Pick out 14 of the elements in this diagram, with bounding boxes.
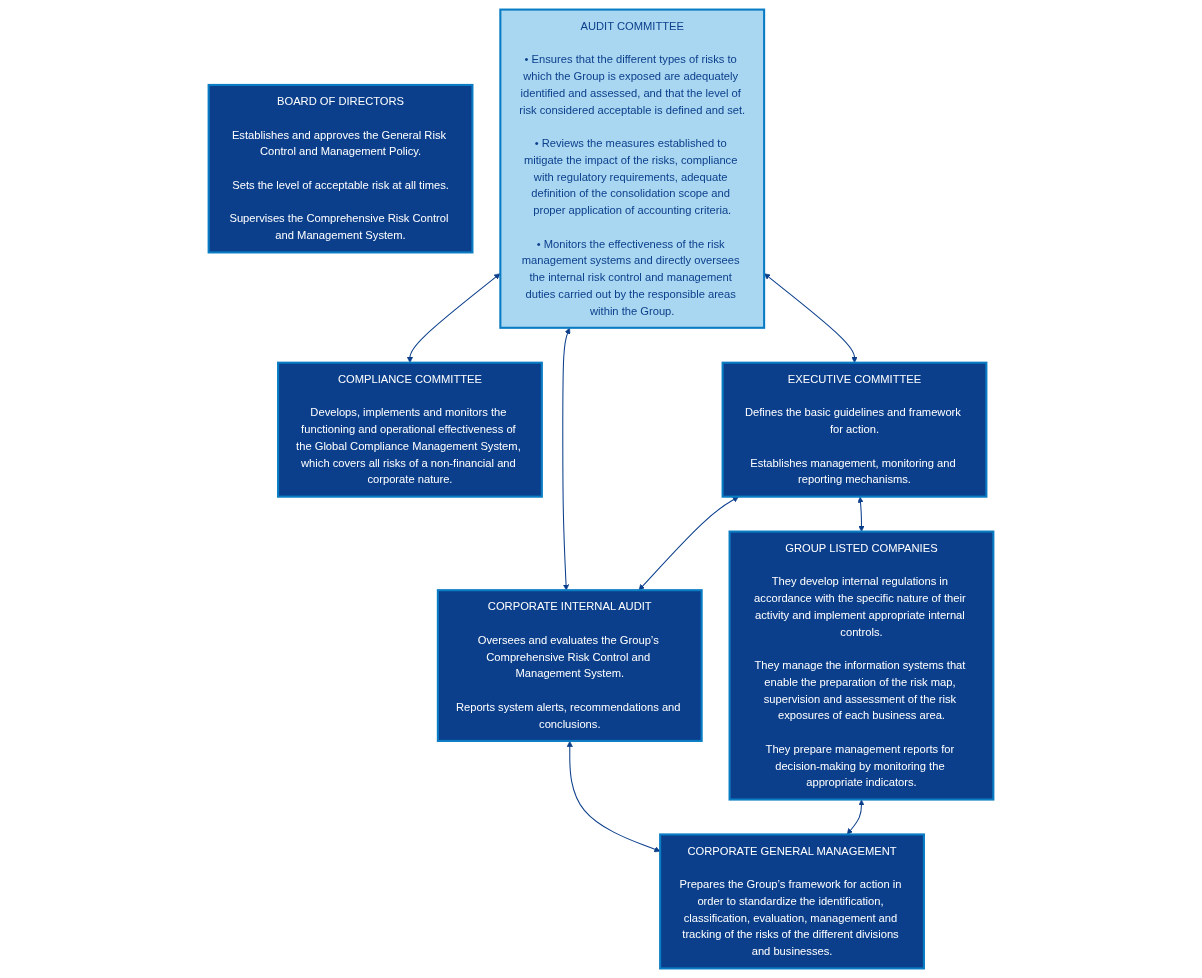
arrow: [638, 496, 739, 591]
node-box: GROUP LISTED COMPANIES They develop internal regulations in accordance with the specific nature of their activity and implement appropriate internal controls. They manage the information systems that enable the preparation of the risk map, supervision and assessment of the risk exposures of each business area. They prepare management reports for decision-making by monitoring the appropriate indicators.: [728, 530, 995, 801]
arrow: [566, 740, 661, 853]
node-box: BOARD OF DIRECTORS Establishes and approves the General Risk Control and Management Policy. Sets the level of acceptable risk at all times. Supervises the Comprehensive Risk Control and Management System.: [207, 83, 474, 254]
arrow: [857, 496, 865, 532]
node-box: COMPLIANCE COMMITTEE Develops, implements and monitors the functioning and operational effectiveness of the Global Compliance Management System, which covers all risks of a non-financial and corporate nature.: [277, 361, 543, 498]
arrow: [406, 273, 501, 363]
node-box: CORPORATE INTERNAL AUDIT Oversees and evaluates the Group’s Comprehensive Risk Control and Management System. Reports system alerts, recommendations and conclusions.: [436, 589, 703, 742]
arrow: [846, 799, 865, 835]
node-box: EXECUTIVE COMMITTEE Defines the basic guidelines and framework for action. Establishes management, monitoring and reporting mechanisms.: [721, 361, 988, 498]
node-box: CORPORATE GENERAL MANAGEMENT Prepares the Group’s framework for action in order to standardize the identification, classification, evaluation, management and tracking of the risks of the different divisions and businesses.: [659, 833, 925, 970]
arrow: [764, 273, 858, 363]
arrow: [562, 327, 571, 591]
node-box: AUDIT COMMITTEE • Ensures that the different types of risks to which the Group is exposed are adequately identified and assessed, and that the level of risk considered acceptable is defined and set. • Reviews the measures established to mitigate the impact of the risks, compliance with regulatory requirements, adequate definition of the consolidation scope and proper application of accounting criteria. • Monitors the effectiveness of the risk management systems and directly oversees the internal risk control and management duties carried out by the responsible areas within the Group.: [499, 8, 766, 329]
